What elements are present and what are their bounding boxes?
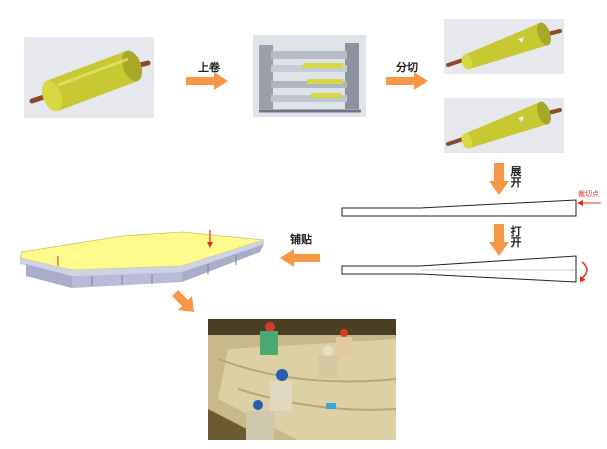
unfolded-strip-shape [340, 198, 580, 220]
blade-mold-image [12, 218, 276, 290]
slitting-arrow [386, 72, 428, 90]
winding-label: 上卷 [198, 61, 220, 74]
open-arrow [489, 224, 509, 256]
cut-point-label: 裁切点 [578, 190, 599, 198]
open-label: 打开 [510, 225, 522, 249]
laying-label: 铺贴 [290, 233, 312, 246]
roll-cylinder-image [24, 37, 154, 118]
cone-roll-image-1 [444, 19, 564, 74]
winding-machine-image [253, 35, 366, 117]
opened-strip-shape [340, 254, 595, 286]
unfold-label: 展开 [510, 165, 522, 189]
cone-roll-image-2 [444, 98, 564, 153]
workers-laying-photo [208, 319, 396, 440]
cut-point-arrow [577, 199, 601, 207]
winding-arrow [186, 72, 228, 90]
slitting-label: 分切 [396, 61, 418, 74]
laying-arrow [280, 249, 320, 267]
to-photo-arrow [170, 290, 196, 314]
unfold-arrow [489, 163, 509, 195]
